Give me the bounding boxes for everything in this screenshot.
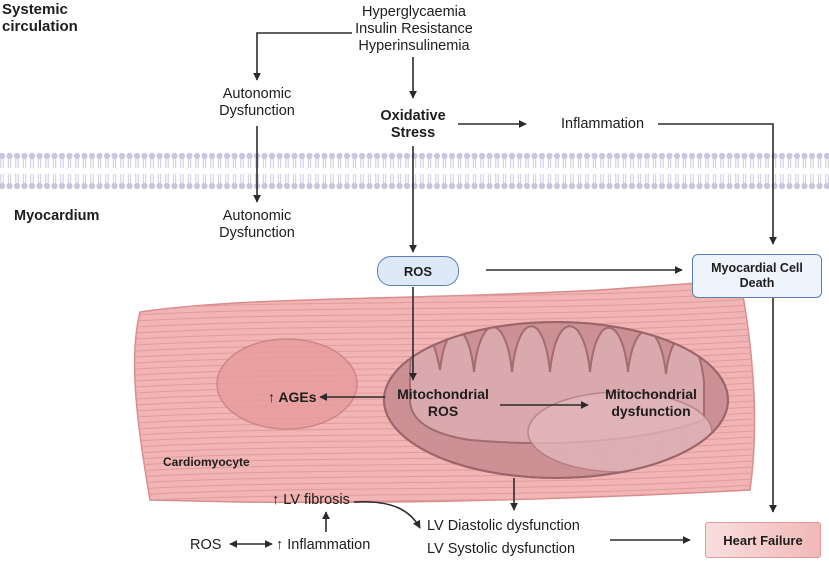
autonomic-dysfunction-myocardium: Autonomic Dysfunction: [219, 208, 295, 241]
ros-bottom-label: ROS: [190, 537, 222, 553]
lv-systolic-dysfunction-label: LV Systolic dysfunction: [427, 541, 576, 557]
ros-box: ROS: [377, 256, 459, 286]
inflammation-label: Inflammation: [561, 116, 645, 132]
heart-failure-box: Heart Failure: [705, 522, 821, 558]
myocardium-label: Myocardium: [14, 208, 100, 224]
mitochondrial-ros-label: Mitochondrial ROS: [397, 386, 489, 419]
connectors: [229, 32, 777, 548]
ages-label: ↑ AGEs: [268, 389, 317, 405]
systemic-circulation-label: Systemic circulation: [2, 1, 78, 35]
autonomic-dysfunction-systemic: Autonomic Dysfunction: [219, 86, 295, 119]
oxidative-stress-label: Oxidative Stress: [380, 108, 446, 141]
mitochondrial-dysfunction-label: Mitochondrial dysfunction: [605, 386, 697, 419]
inflammation-bottom-label: ↑ Inflammation: [276, 537, 371, 553]
myocardial-cell-death-box: Myocardial Cell Death: [692, 254, 822, 298]
lv-fibrosis-label: ↑ LV fibrosis: [272, 492, 350, 508]
cardiomyocyte-label: Cardiomyocyte: [163, 455, 250, 469]
nucleus: [216, 338, 358, 430]
lv-diastolic-dysfunction-label: LV Diastolic dysfunction: [427, 518, 580, 534]
mitochondrion: [383, 321, 729, 479]
cell-membrane: [0, 152, 829, 190]
trigger-factors: Hyperglycaemia Insulin Resistance Hyperi…: [355, 4, 473, 54]
